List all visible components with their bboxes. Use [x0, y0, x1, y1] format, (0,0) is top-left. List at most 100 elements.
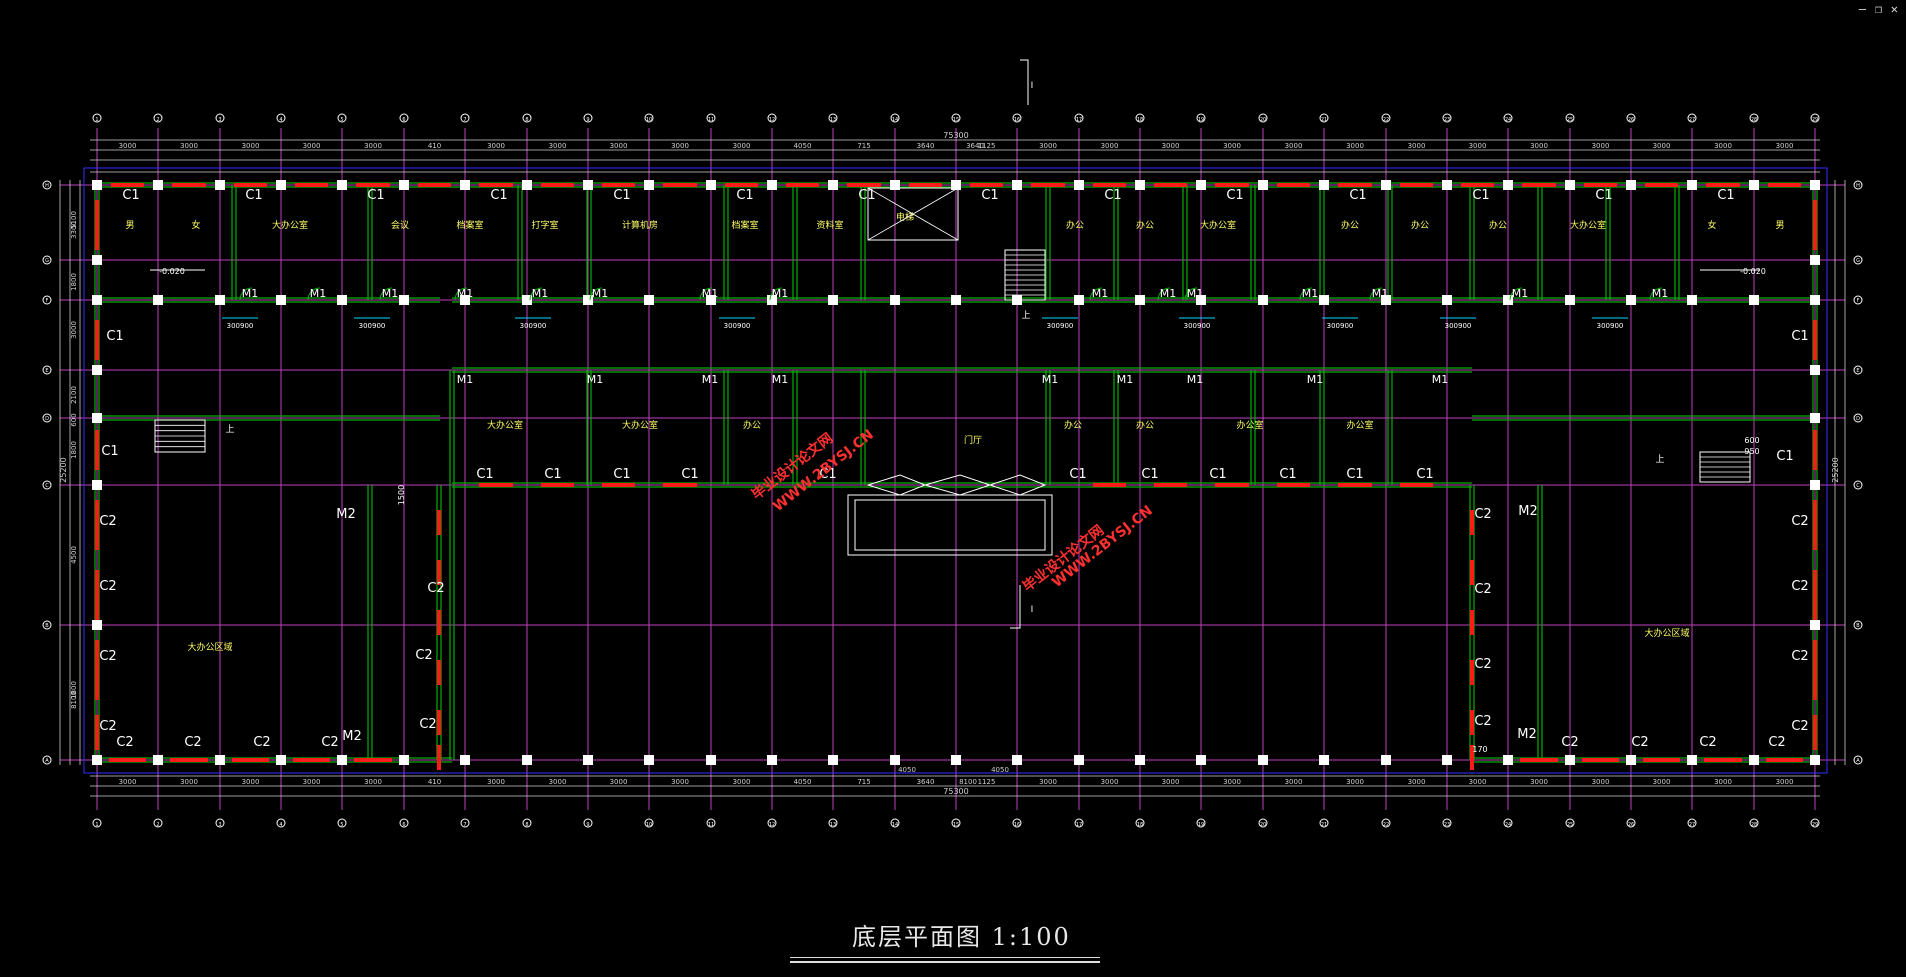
column: [153, 180, 163, 190]
column: [1258, 180, 1268, 190]
window-tag-c1: C1: [1791, 329, 1808, 344]
axis-label-right: B: [1856, 623, 1860, 629]
column: [1810, 755, 1820, 765]
room-label: 办公: [1136, 419, 1154, 431]
axis-bubble: [276, 113, 286, 123]
axis-bubble: [399, 113, 409, 123]
column: [92, 255, 102, 265]
column: [1135, 180, 1145, 190]
door-dimension: 300900: [1445, 322, 1472, 330]
axis-bubble: [706, 818, 716, 828]
dimension-text: 3000: [1469, 778, 1487, 786]
axis-bubble: [1853, 180, 1863, 190]
axis-label-top: 27: [1689, 117, 1695, 123]
stair-up-label: 上: [1021, 310, 1030, 321]
axis-bubble: [890, 113, 900, 123]
elevator-shaft: [867, 187, 959, 241]
door-tag-m1: M1: [772, 373, 789, 386]
dimension-text: 3000: [671, 778, 689, 786]
dimension-text: 3000: [1162, 778, 1180, 786]
door-tag-m1: M1: [532, 287, 549, 300]
right-total-dimension: 25200: [1831, 457, 1840, 482]
column: [1442, 755, 1452, 765]
left-dimension-text: 3300: [70, 221, 78, 239]
door-dimension: 300900: [1047, 322, 1074, 330]
axis-bubble: [42, 755, 52, 765]
column: [1012, 755, 1022, 765]
axis-bubble: [1626, 818, 1636, 828]
column: [890, 295, 900, 305]
axis-bubble: [1196, 818, 1206, 828]
axis-label-bottom: 16: [1014, 822, 1020, 828]
axis-bubble: [1135, 818, 1145, 828]
column: [583, 180, 593, 190]
axis-label-bottom: 12: [769, 822, 775, 828]
minimize-icon[interactable]: –: [1858, 2, 1866, 16]
axis-label-top: 10: [646, 117, 652, 123]
axis-label-bottom: 8: [525, 822, 528, 828]
maximize-icon[interactable]: ❐: [1874, 2, 1882, 16]
window-tag-c1: C1: [1069, 467, 1086, 482]
axis-bubble: [42, 295, 52, 305]
title-underline: [790, 957, 1100, 958]
door-swing: [379, 287, 393, 301]
room-label: 男: [1775, 220, 1784, 231]
axis-label-left: C: [45, 483, 49, 489]
axis-label-bottom: 6: [402, 822, 405, 828]
axis-bubble: [1687, 818, 1697, 828]
axis-bubble: [644, 818, 654, 828]
axis-bubble: [951, 113, 961, 123]
left-dimension-text: 1800: [70, 681, 78, 699]
door-tag-m2: M2: [342, 729, 362, 744]
dimension-text: 715: [857, 778, 870, 786]
column: [644, 295, 654, 305]
axis-bubble: [1503, 113, 1513, 123]
dimension-text: 3000: [1776, 778, 1794, 786]
column: [890, 755, 900, 765]
dimension-text: 3000: [1346, 778, 1364, 786]
door-tag-m1: M1: [1187, 373, 1204, 386]
dimension-text: 3000: [733, 778, 751, 786]
axis-label-left: A: [45, 758, 49, 764]
stair-up-label: 上: [1655, 454, 1664, 465]
axis-bubble: [1442, 113, 1452, 123]
small-dimension: 170: [1472, 745, 1487, 754]
axis-bubble: [1853, 480, 1863, 490]
door-tag-m1: M1: [310, 287, 327, 300]
axis-bubble: [1074, 113, 1084, 123]
column: [951, 180, 961, 190]
dimension-text: 3000: [1162, 142, 1180, 150]
window-tag-c1: C1: [476, 467, 493, 482]
axis-label-left: G: [45, 258, 49, 264]
column: [522, 755, 532, 765]
room-label: 大办公室: [622, 419, 658, 431]
window-tag-c1: C1: [613, 467, 630, 482]
window-tag-c1: C1: [681, 467, 698, 482]
column: [153, 755, 163, 765]
axis-bubble: [1853, 620, 1863, 630]
column: [92, 755, 102, 765]
column: [215, 755, 225, 765]
door-tag-m1: M1: [457, 373, 474, 386]
small-dimension: 950: [1744, 447, 1759, 456]
dimension-text: 3640: [917, 778, 935, 786]
dimension-text: 4050: [898, 766, 916, 774]
axis-bubble: [1012, 113, 1022, 123]
dimension-text: 3000: [1530, 778, 1548, 786]
window-tag-c1: C1: [1104, 188, 1121, 203]
window-tag-c2: C2: [184, 735, 201, 750]
room-label: 大办公区域: [187, 641, 232, 653]
axis-label-right: E: [1856, 368, 1859, 374]
door-tag-m1: M1: [1092, 287, 1109, 300]
column: [828, 295, 838, 305]
column: [1749, 180, 1759, 190]
column: [1810, 413, 1820, 423]
dimension-text: 3000: [1714, 778, 1732, 786]
room-label: 办公: [1066, 219, 1084, 231]
room-label: 大办公室: [1570, 219, 1606, 231]
column: [1319, 295, 1329, 305]
close-icon[interactable]: ✕: [1890, 2, 1898, 16]
dimension-text: 3000: [1223, 778, 1241, 786]
dimension-text: 3000: [364, 142, 382, 150]
